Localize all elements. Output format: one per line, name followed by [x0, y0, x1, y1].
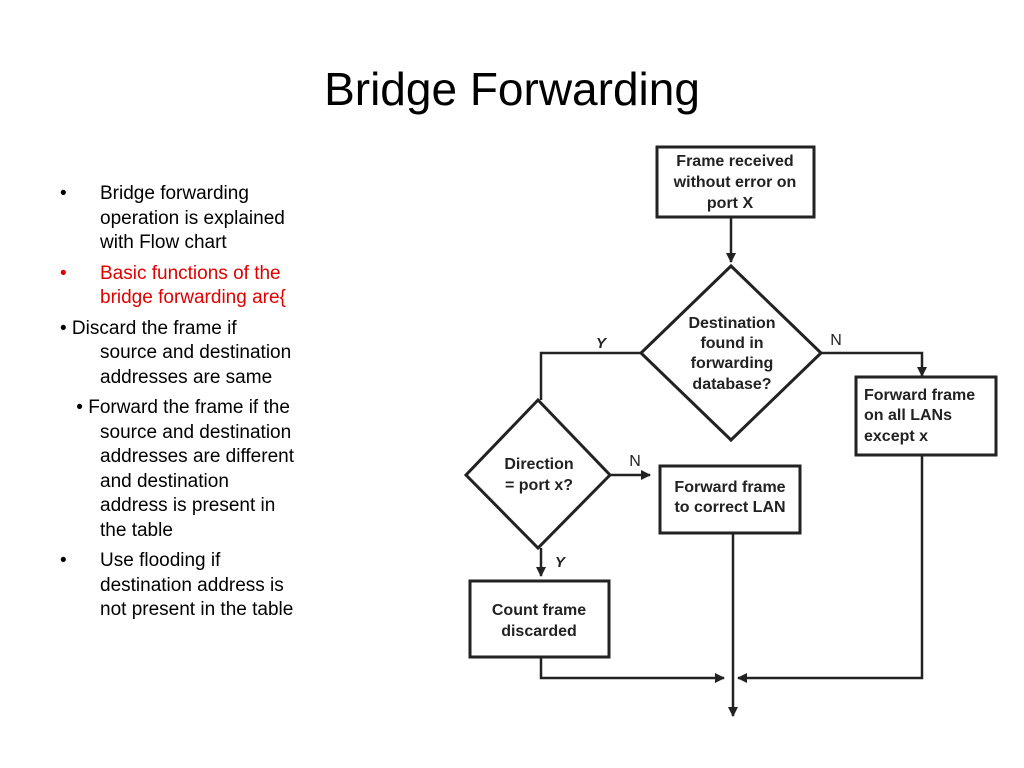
bullet-line: addresses are same	[100, 366, 273, 388]
start-label-2: without error on	[673, 174, 797, 191]
forward-all-box	[854, 375, 998, 457]
connector-discard-to-merge	[539, 657, 725, 683]
discard-label-1: Count frame	[492, 602, 586, 619]
decision1-label-1: Destination	[688, 315, 775, 332]
decision1-yes-label: Y	[596, 335, 608, 352]
forward-all-label-3: except x	[864, 428, 928, 445]
forward-correct-box	[658, 464, 802, 535]
bullet-item: • Bridge forwarding operation is explain…	[60, 182, 360, 256]
sub-bullet-lead: • Forward the frame if the	[71, 397, 290, 418]
bullet-line: address is present in	[100, 495, 276, 516]
start-box	[655, 145, 816, 219]
bullet-line: source and destination	[100, 421, 292, 443]
connector-decision1-no	[821, 351, 927, 377]
bullet-list: • Bridge forwarding operation is explain…	[60, 182, 360, 629]
connector-forwardall-to-merge	[737, 455, 924, 683]
connector-decision1-yes	[539, 351, 641, 400]
decision1-no-label: N	[830, 332, 842, 349]
bullet-line: addresses are different	[100, 446, 294, 467]
discard-box	[468, 579, 611, 659]
bullet-item: • Use flooding if destination address is…	[60, 549, 360, 623]
sub-bullet-item: • Discard the frame if source and destin…	[60, 317, 360, 391]
bullet-line: bridge forwarding are{	[100, 287, 286, 308]
bullet-line: Basic functions of the	[100, 262, 281, 284]
decision2-label-1: Direction	[504, 456, 573, 473]
decision2-yes-label: Y	[555, 554, 567, 571]
decision2-diamond	[463, 397, 613, 551]
bullet-line: and destination	[100, 470, 229, 492]
start-label-3: port X	[707, 195, 754, 212]
bullet-line: the table	[100, 519, 173, 541]
bullet-line: Bridge forwarding	[100, 183, 249, 204]
forward-correct-label-1: Forward frame	[674, 479, 785, 496]
sub-bullet-item: • Forward the frame if the source and de…	[60, 396, 360, 543]
bullet-line: with Flow chart	[100, 232, 227, 253]
bullet-marker: •	[60, 183, 67, 204]
bullet-line: source and destination	[100, 342, 292, 363]
start-label-1: Frame received	[676, 153, 793, 170]
decision1-label-2: found in	[700, 335, 763, 352]
bullet-item: • Basic functions of the bridge forwardi…	[60, 262, 360, 311]
discard-label-2: discarded	[501, 623, 577, 640]
bullet-line: operation is explained	[100, 207, 285, 229]
sub-bullet-lead: • Discard the frame if	[60, 317, 237, 339]
decision1-label-3: forwarding	[691, 355, 774, 372]
bullet-marker: •	[60, 550, 67, 571]
bullet-marker: •	[60, 262, 67, 284]
forward-all-label-1: Forward frame	[864, 387, 975, 404]
forward-correct-label-2: to correct LAN	[674, 499, 785, 516]
decision2-label-2: = port x?	[505, 477, 573, 494]
slide-title: Bridge Forwarding	[324, 63, 700, 115]
forward-all-label-2: on all LANs	[864, 407, 952, 424]
decision1-label-4: database?	[692, 376, 771, 393]
decision2-no-label: N	[629, 453, 641, 470]
bullet-line: Use flooding if	[100, 550, 221, 571]
bullet-line: destination address is	[100, 574, 284, 596]
decision1-diamond	[638, 263, 824, 443]
bullet-line: not present in the table	[100, 599, 294, 620]
